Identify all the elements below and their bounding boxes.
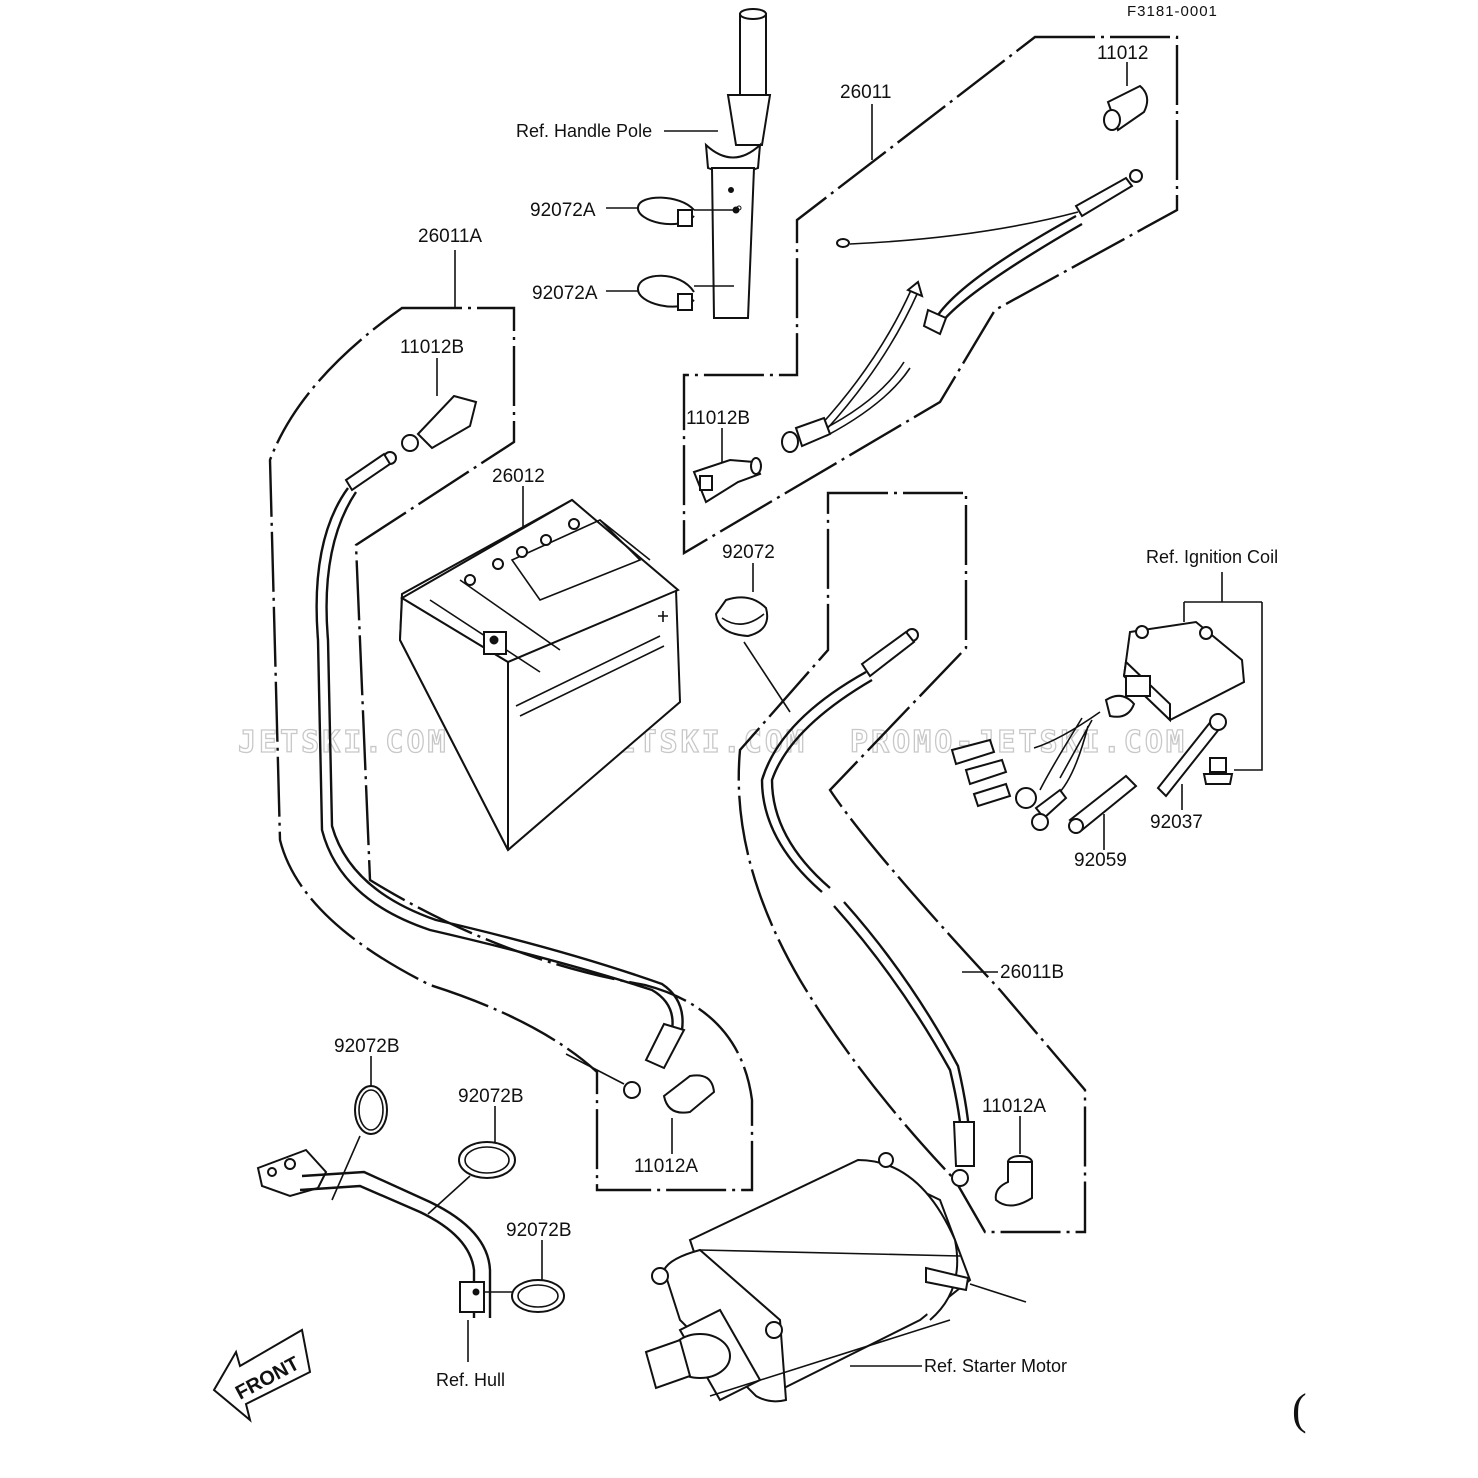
- label-26012: 26012: [492, 466, 545, 487]
- label-11012B-right: 11012B: [686, 408, 750, 429]
- ignition-coil: [950, 620, 1246, 831]
- label-92072B-2: 92072B: [458, 1086, 524, 1107]
- label-11012A-left: 11012A: [634, 1156, 698, 1177]
- label-26011A: 26011A: [418, 226, 482, 247]
- label-11012B-left: 11012B: [400, 337, 464, 358]
- clamp-92072B-2: [458, 1141, 516, 1179]
- ref-hull: Ref. Hull: [436, 1370, 505, 1390]
- label-92037: 92037: [1150, 812, 1203, 833]
- watermark-3: PROMO-JETSKI.COM: [850, 725, 1187, 760]
- front-arrow: FRONT: [212, 1328, 312, 1423]
- label-92072B-1: 92072B: [334, 1036, 400, 1057]
- label-92059: 92059: [1074, 850, 1127, 871]
- ref-ignition-coil: Ref. Ignition Coil: [1146, 547, 1278, 567]
- screw-92037: [1156, 713, 1234, 798]
- clamp-92072B-3: [511, 1279, 565, 1313]
- label-92072A-upper: 92072A: [530, 200, 596, 221]
- tube-92059: [1068, 774, 1138, 834]
- outline-26011: [682, 35, 1179, 556]
- battery-26012: [398, 498, 682, 852]
- leader-92072A-lower: [606, 285, 734, 292]
- label-26011B: 26011B: [1000, 962, 1064, 983]
- label-11012A-right: 11012A: [982, 1096, 1046, 1117]
- outline-26011B: [737, 491, 1087, 1234]
- hull-bracket: [256, 1148, 492, 1318]
- label-26011: 26011: [840, 82, 891, 103]
- leader-92072A-upper: [606, 207, 736, 211]
- starter-motor: [644, 1152, 1027, 1403]
- leader-92072B-2: [427, 1106, 496, 1215]
- drawing-code: F3181-0001: [1127, 3, 1218, 20]
- ref-handle-pole: Ref. Handle Pole: [516, 121, 652, 141]
- clamp-92072B-1: [354, 1085, 388, 1135]
- leader-ignition-coil: [1183, 572, 1263, 771]
- boot-11012B-left: [401, 394, 478, 452]
- clamp-92072: [714, 596, 769, 638]
- cap-11012: [1103, 84, 1149, 132]
- label-92072B-3: 92072B: [506, 1220, 572, 1241]
- leader-92072: [743, 563, 791, 713]
- label-11012: 11012: [1097, 43, 1148, 64]
- handle-pole: [704, 8, 772, 319]
- cable-26011: [781, 169, 1143, 453]
- cable-26011A: [315, 451, 716, 1114]
- ref-starter-motor: Ref. Starter Motor: [924, 1356, 1067, 1376]
- leader-92072B-1: [331, 1056, 372, 1201]
- corner-mark: (: [1292, 1385, 1307, 1434]
- label-92072A-lower: 92072A: [532, 283, 598, 304]
- cap-11012A-right: [994, 1155, 1033, 1207]
- cable-26011B: [760, 628, 975, 1187]
- clamp-92072A-lower: [637, 274, 695, 311]
- watermark-1: JETSKI.COM: [238, 725, 449, 760]
- label-92072: 92072: [722, 542, 775, 563]
- clamp-92072A-upper: [637, 196, 695, 227]
- boot-11012B-right: [692, 457, 762, 504]
